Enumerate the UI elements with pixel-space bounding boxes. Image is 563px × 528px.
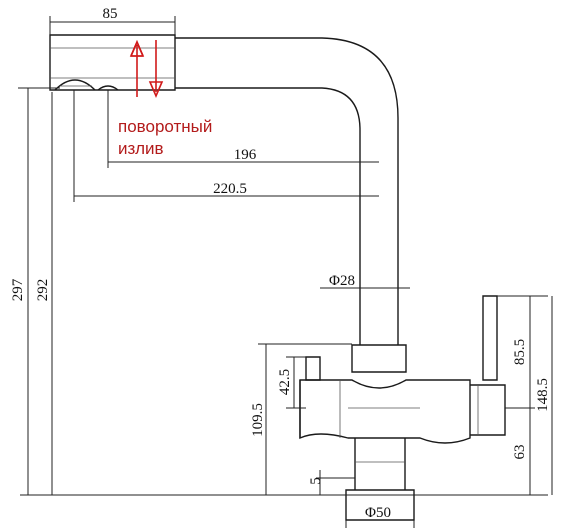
dim-height-right: 148.5: [535, 378, 551, 412]
dimension-lines: [18, 16, 553, 528]
dim-body-height: 109.5: [250, 403, 266, 437]
note-line-1: поворотный: [118, 117, 212, 136]
dim-tube-diameter: Φ28: [329, 273, 355, 289]
dim-base-diameter: Φ50: [365, 505, 391, 521]
dim-height-spout: 292: [35, 279, 51, 302]
dim-overall-reach: 220.5: [213, 181, 247, 197]
dim-lever-right: 85.5: [512, 339, 528, 365]
up-down-arrows-icon: [129, 39, 164, 99]
faucet-outline: [49, 34, 506, 521]
dim-spout-reach: 196: [234, 147, 257, 163]
note-line-2: излив: [118, 139, 164, 158]
dim-base-height: 63: [512, 445, 528, 460]
dimension-labels: 85 196 220.5 Φ28 Φ50 5 297 292 42.5 109.…: [10, 6, 551, 521]
dim-height-overall: 297: [10, 278, 26, 301]
dim-base-offset: 5: [308, 477, 324, 485]
rotating-spout-note: поворотный излив: [118, 117, 212, 158]
dim-lever-left: 42.5: [277, 369, 293, 395]
dim-top-width: 85: [103, 6, 118, 22]
